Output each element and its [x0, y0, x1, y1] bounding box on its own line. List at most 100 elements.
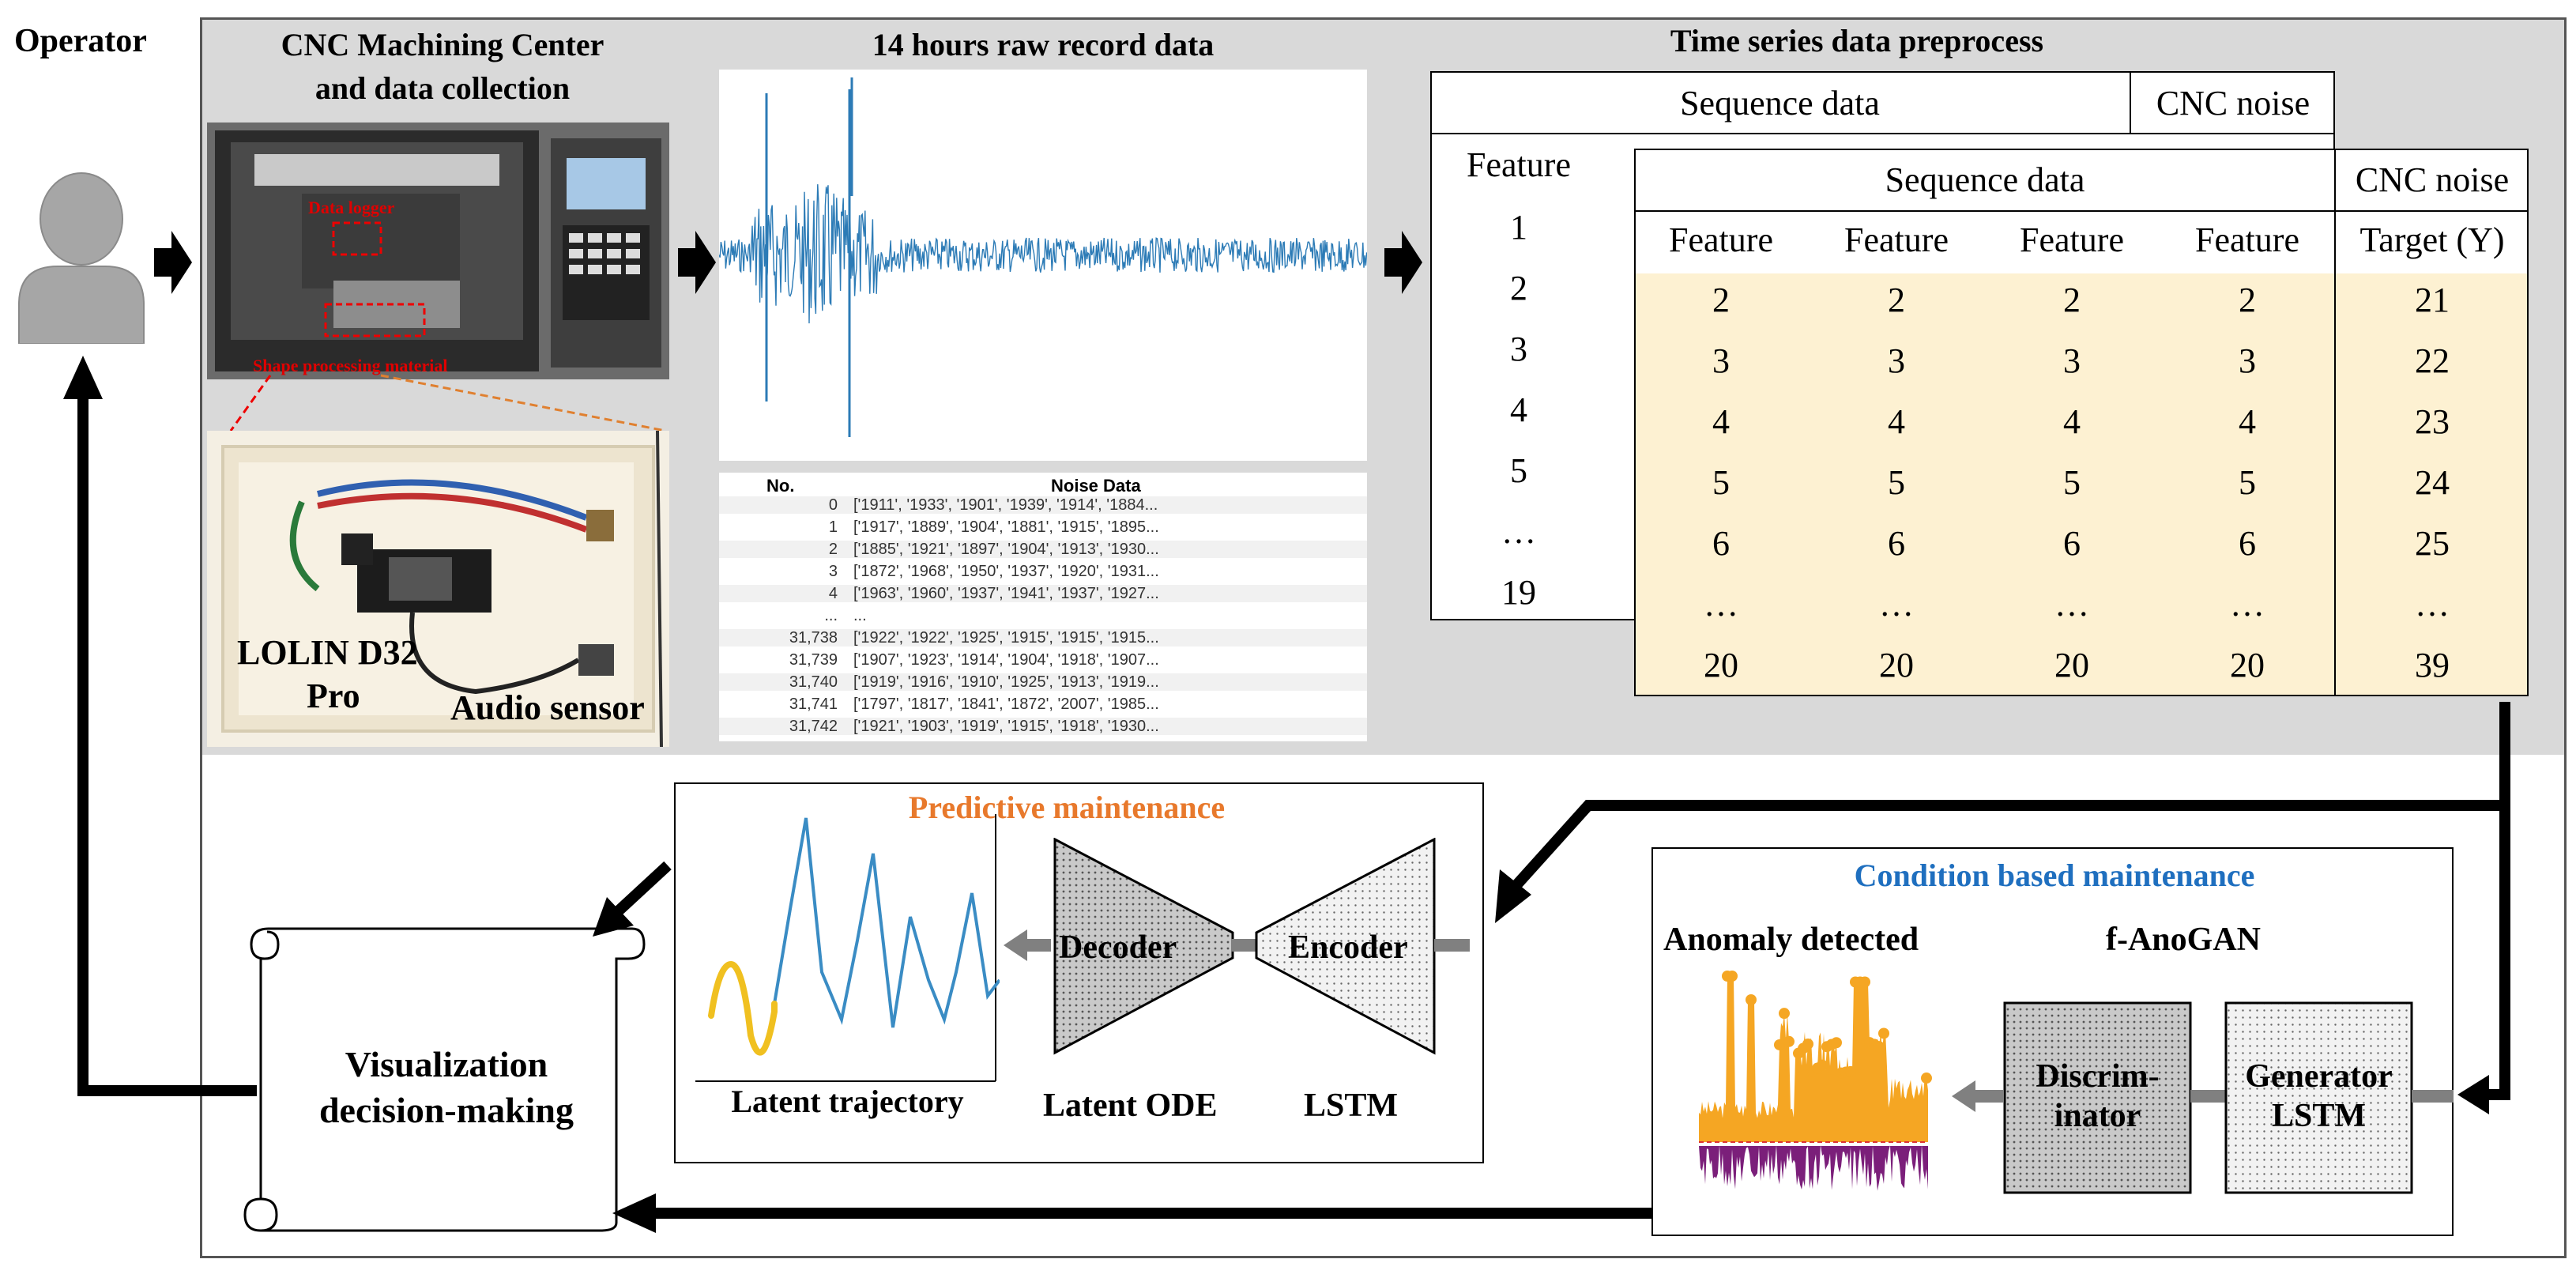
anomaly-point [1746, 994, 1757, 1005]
outer-frame [200, 17, 2567, 1258]
lstm-label: LSTM [1304, 1088, 1399, 1124]
anomaly-point [1921, 1073, 1932, 1084]
noise-row-no: 1 [828, 518, 838, 536]
latent-trajectory-chart [695, 814, 1000, 1082]
anomaly-point [1874, 1041, 1885, 1053]
machining-title-line1: CNC Machining Center [281, 27, 604, 62]
front-table-cell: 6 [2239, 524, 2256, 563]
front-col-header: Target (Y) [2359, 221, 2505, 259]
front-table-cell: 4 [1888, 402, 1905, 441]
anomaly-point [1831, 1037, 1842, 1049]
back-table-header-divider [1430, 133, 2335, 134]
encoder-label: Encoder [1288, 929, 1408, 966]
front-table-cell: 5 [1712, 463, 1730, 502]
noise-row-data: ... [853, 607, 867, 624]
visualization-scroll [243, 927, 646, 1232]
noise-row-no: 4 [828, 585, 838, 602]
noise-row-data: ['1911', '1933', '1901', '1939', '1914',… [853, 496, 1158, 514]
noise-col-data: Noise Data [1051, 476, 1141, 496]
board-label-line1: LOLIN D32 [237, 633, 418, 672]
back-feature-value: 2 [1510, 269, 1527, 307]
front-header-noise: CNC noise [2355, 160, 2510, 199]
normal-purple-area [1699, 1144, 1928, 1191]
anomaly-point [1727, 971, 1738, 982]
noise-row-no: 31,740 [789, 673, 838, 691]
back-feature-value: 5 [1510, 451, 1527, 490]
shape-processing-label: Shape processing material [253, 356, 448, 375]
front-table-cell: 6 [2063, 524, 2081, 563]
block-arrow-icon [154, 231, 192, 294]
anomaly-label: Anomaly detected [1663, 922, 1919, 958]
gan-shapes [1952, 1001, 2454, 1194]
noise-row-no: ... [824, 607, 838, 624]
noise-row-no: 31,738 [789, 629, 838, 647]
back-feature-value: 1 [1510, 208, 1527, 247]
front-table-cell: 5 [1888, 463, 1905, 502]
operator-label: Operator [14, 23, 147, 59]
noise-row-data: ['1907', '1923', '1914', '1904', '1918',… [853, 651, 1159, 669]
front-table-cell: 20 [1704, 646, 1738, 684]
noise-row-data: ['1921', '1903', '1919', '1915', '1918',… [853, 718, 1159, 735]
back-table-col-divider [2130, 71, 2131, 134]
noise-row: 0['1911', '1933', '1901', '1939', '1914'… [719, 496, 1367, 514]
front-table-cell: 24 [2415, 463, 2450, 502]
back-header-seq: Sequence data [1680, 84, 1880, 123]
operator-person-icon [18, 172, 145, 344]
noise-row: 3 ['1872', '1968', '1950', '1937', '1920'… [719, 563, 1367, 580]
front-table-highlight [1636, 273, 2527, 695]
trajectory-yellow-line [708, 960, 778, 1056]
visualization-to-operator-arrow [63, 356, 257, 1096]
noise-col-no: No. [766, 476, 795, 496]
board-label-line2: Pro [307, 677, 360, 715]
noise-row-data: ['1919', '1916', '1910', '1925', '1913',… [853, 673, 1159, 691]
data-logger-label: Data logger [308, 198, 395, 217]
front-table-cell: 3 [2239, 341, 2256, 380]
front-table-cell: … [1704, 585, 1738, 624]
anomaly-chart [1699, 971, 1932, 1191]
front-col-header: Feature [2020, 221, 2124, 259]
noise-data-table: No. Noise Data 0['1911', '1933', '1901',… [719, 473, 1367, 741]
noise-row-no: 3 [828, 563, 838, 580]
noise-row-data: ['1885', '1921', '1897', '1904', '1913',… [853, 541, 1159, 558]
noise-row-data: ['1922', '1922', '1925', '1915', '1915',… [853, 629, 1159, 647]
predictive-to-visualization-arrow [593, 861, 672, 937]
back-feature-value: 3 [1510, 330, 1527, 368]
front-table-cell: 20 [2230, 646, 2265, 684]
front-table-divider-v [2334, 149, 2336, 696]
noise-row-no: 31,741 [789, 696, 838, 713]
cnc-machine-photo [207, 123, 669, 379]
front-table-cell: 2 [1888, 281, 1905, 319]
front-col-header: Feature [1669, 221, 1773, 259]
noise-row-data: ['1963', '1960', '1937', '1941', '1937',… [853, 585, 1159, 602]
noise-row: 31,739['1907', '1923', '1914', '1904', '… [719, 651, 1367, 669]
discriminator-label-line1: Discrim- [2036, 1058, 2160, 1095]
decoder-label: Decoder [1059, 929, 1177, 966]
noise-row: ...... [719, 607, 1367, 624]
front-table-cell: 22 [2415, 341, 2450, 380]
front-table-cell: 4 [1712, 402, 1730, 441]
front-header-seq: Sequence data [1885, 160, 2085, 199]
anomaly-point [1859, 976, 1870, 988]
anomaly-orange-area [1699, 976, 1928, 1142]
back-feature-value: … [1501, 512, 1536, 551]
electronics-photo [207, 431, 669, 747]
noise-row-data: ['1917', '1889', '1904', '1881', '1915',… [853, 518, 1159, 536]
anomaly-point [1878, 1027, 1889, 1039]
front-table-cell: … [2054, 585, 2089, 624]
front-table-cell: 3 [1888, 341, 1905, 380]
decoder-encoder-shapes [1004, 838, 1470, 1055]
visualization-label-line2: decision-making [318, 1090, 574, 1130]
noise-row-data: ['1872', '1968', '1950', '1937', '1920',… [853, 563, 1159, 580]
preprocess-title: Time series data preprocess [1670, 23, 2044, 58]
visualization-label-line1: Visualization [345, 1044, 548, 1084]
front-table-cell: 6 [1712, 524, 1730, 563]
front-table-cell: … [2415, 585, 2450, 624]
anomaly-point [1779, 1008, 1790, 1020]
noise-row: 31,740 ['1919', '1916', '1910', '1925', '… [719, 673, 1367, 691]
front-table-cell: 4 [2063, 402, 2081, 441]
front-table-cell: 2 [2239, 281, 2256, 319]
front-table-cell: 39 [2415, 646, 2450, 684]
front-table-divider-h1 [1634, 210, 2529, 212]
front-table-cell: 25 [2415, 524, 2450, 563]
block-arrow-icon [1384, 231, 1422, 294]
